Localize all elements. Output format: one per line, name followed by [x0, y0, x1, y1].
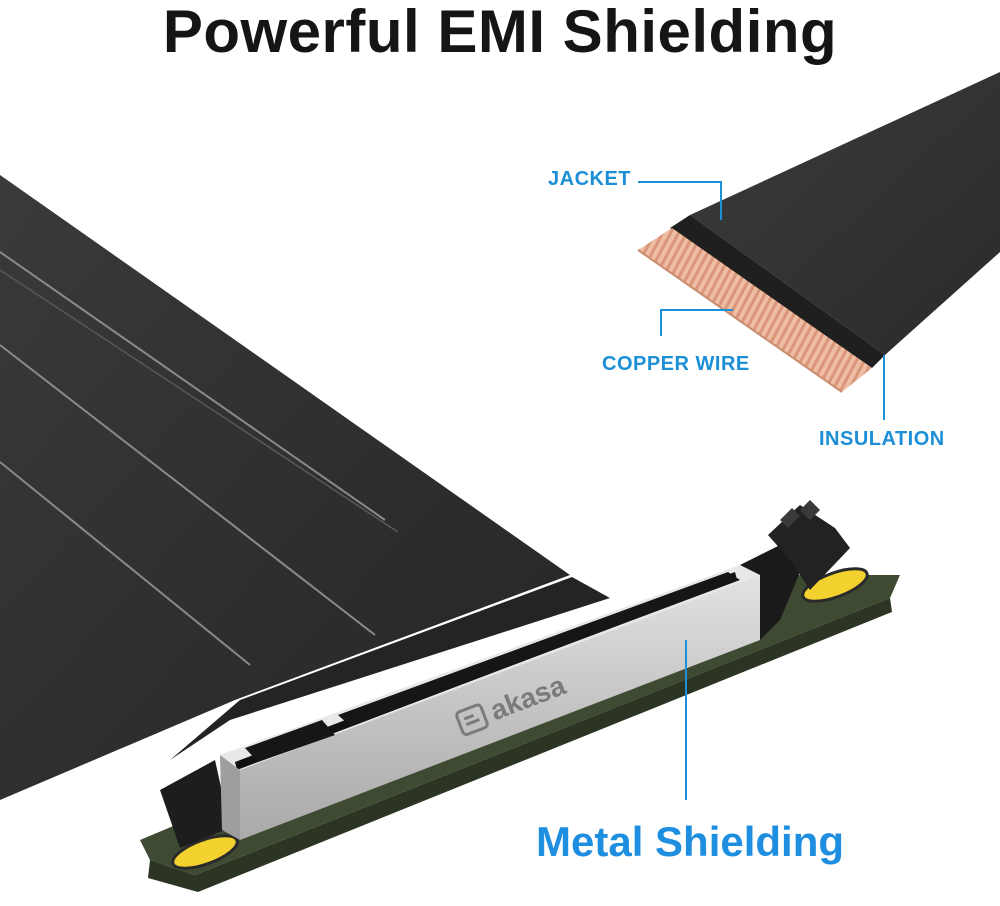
pcie-slot [160, 500, 850, 848]
page-title: Powerful EMI Shielding [162, 0, 838, 65]
label-jacket: JACKET [548, 168, 632, 190]
label-copper-wire: COPPER WIRE [602, 353, 750, 375]
ribbon-cable [0, 175, 610, 800]
callout-lines [638, 181, 885, 800]
mount-hole-right [801, 567, 869, 603]
brand-mark-icon [455, 703, 489, 736]
jacket-leader [638, 181, 722, 220]
mount-hole-left [171, 834, 239, 870]
cable-cross-section [637, 72, 1000, 393]
label-metal-shielding: Metal Shielding [536, 818, 845, 865]
copper-wire-leader [660, 309, 733, 336]
label-insulation: INSULATION [819, 428, 945, 450]
